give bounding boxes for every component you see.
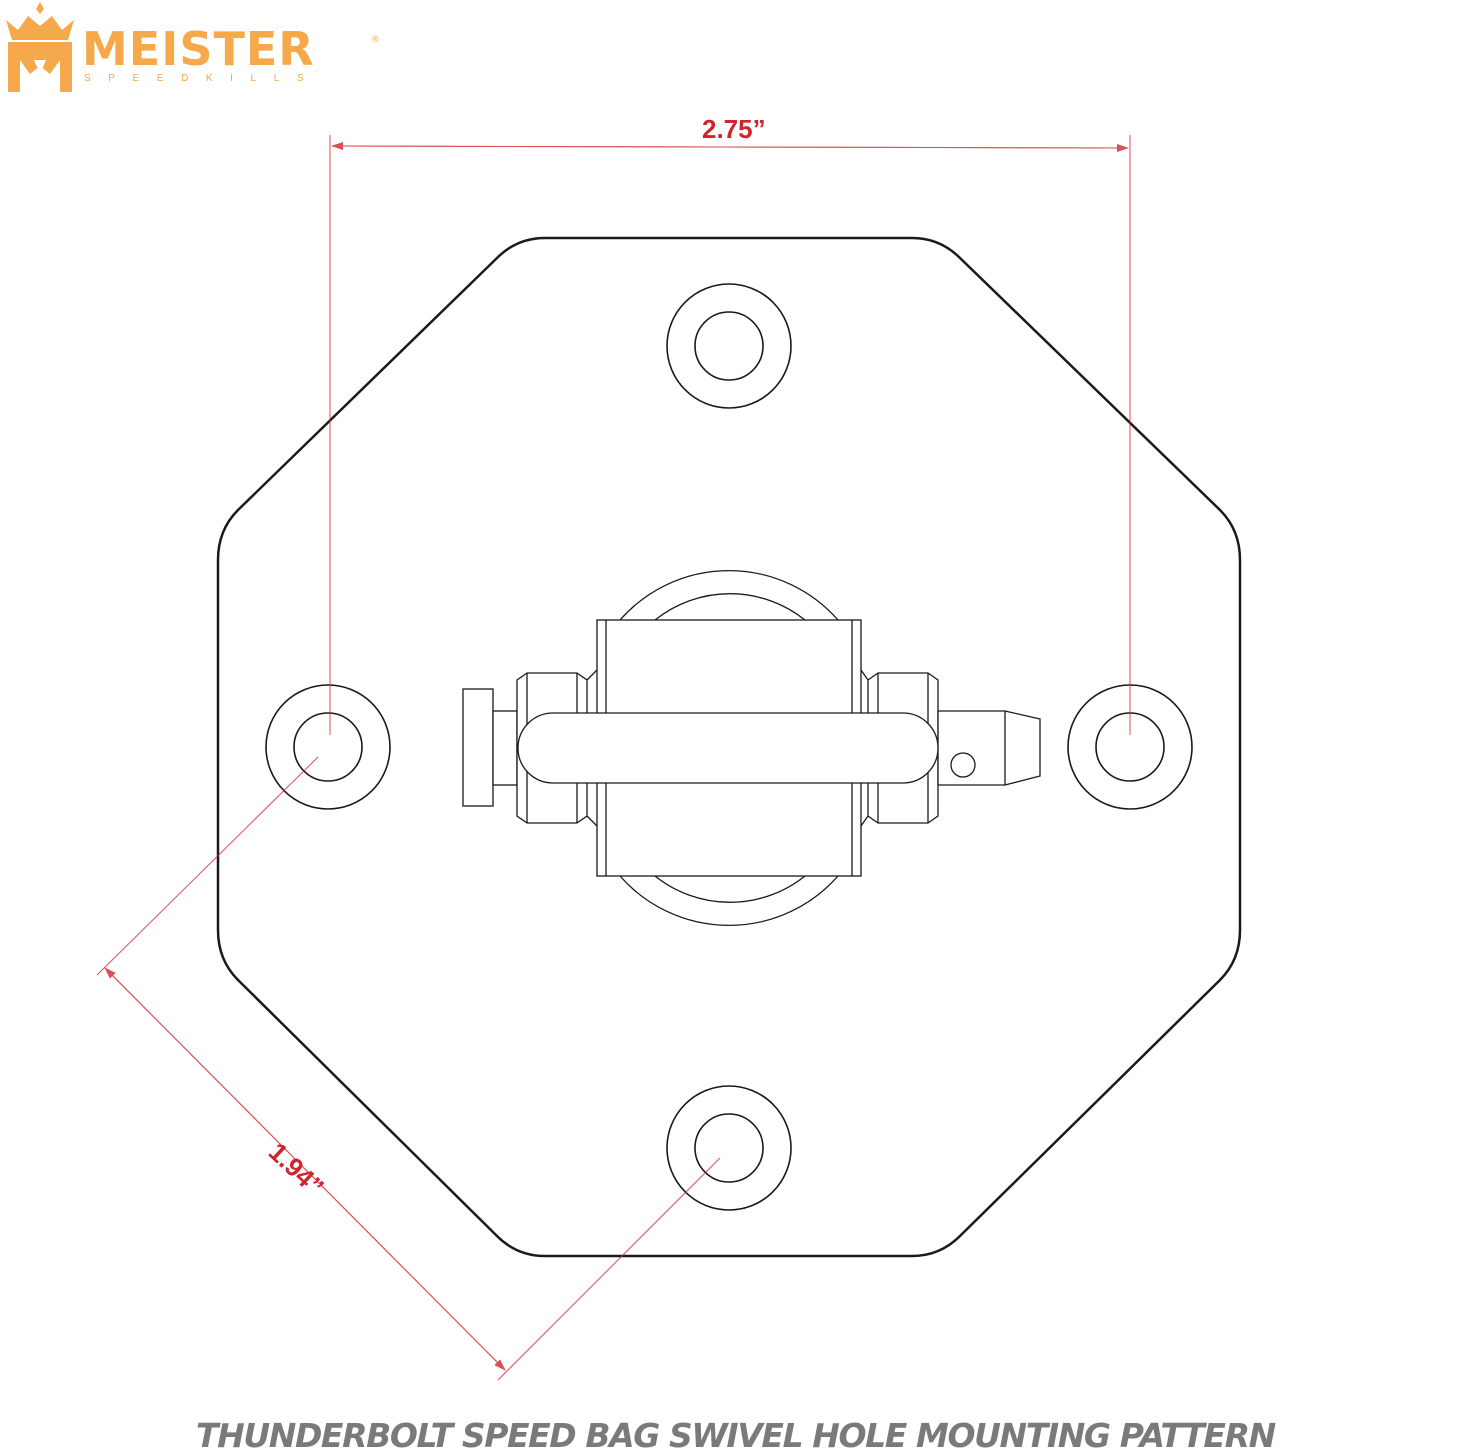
- crown-helmet-icon: [6, 2, 74, 92]
- dimension-horizontal: [329, 135, 1131, 735]
- dimension-label-horizontal: 2.75”: [702, 114, 766, 144]
- diagram-title: THUNDERBOLT SPEED BAG SWIVEL HOLE MOUNTI…: [196, 1416, 1276, 1455]
- registered-mark: ®: [372, 34, 379, 44]
- mounting-hole-top: [666, 283, 792, 409]
- brand-tagline: SPEEDKILLS: [84, 73, 322, 84]
- swivel-assembly: [462, 570, 1041, 926]
- brand-logo: MEISTER ® SPEEDKILLS: [0, 0, 400, 110]
- mounting-hole-left: [265, 684, 391, 810]
- dimension-diagonal: [96, 756, 721, 1381]
- mounting-hole-bottom: [666, 1085, 792, 1211]
- mounting-plate-outline: [216, 236, 1242, 1258]
- brand-name: MEISTER: [82, 22, 315, 76]
